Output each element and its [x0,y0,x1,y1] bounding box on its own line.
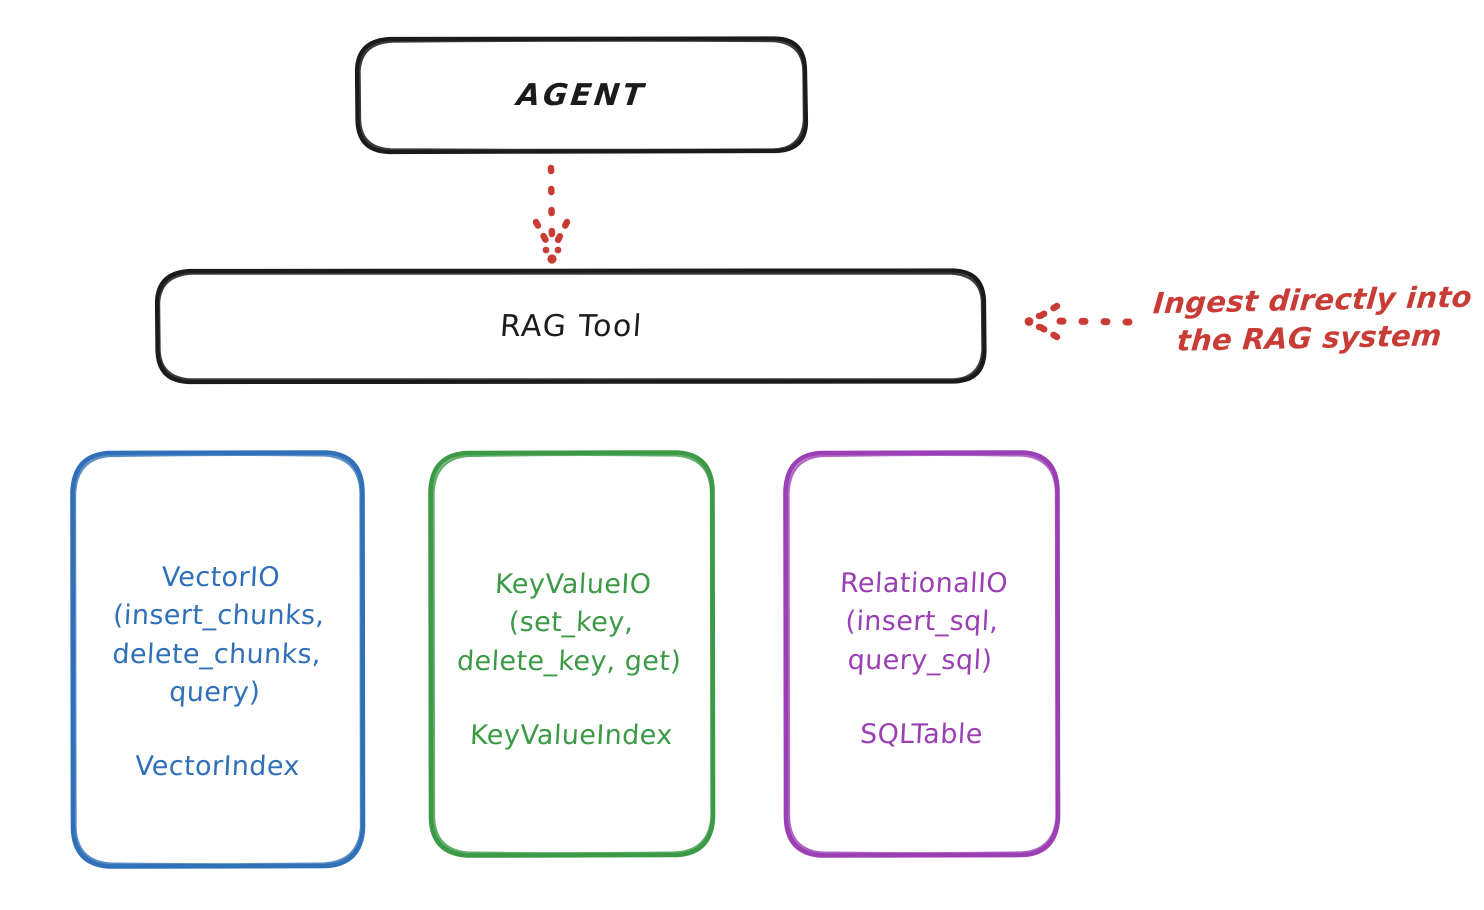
relational-io-api-label: RelationalIO (insert_sql, query_sql) [838,567,1009,676]
relational-io-node[interactable]: RelationalIO (insert_sql, query_sql) SQL… [785,452,1058,855]
ingest-annotation-text: Ingest directly into the RAG system [1151,279,1474,359]
key-value-io-index-label: KeyValueIndex [469,719,674,751]
agent-node[interactable]: AGENT [357,38,806,152]
key-value-io-box-outline [428,450,716,858]
agent-box-outline [354,36,809,155]
key-value-io-node[interactable]: KeyValueIO (set_key, delete_key, get) Ke… [430,452,713,855]
ingest-arrow-icon [1024,302,1133,341]
vector-io-box-outline [70,450,366,869]
relational-io-box-outline [783,450,1061,858]
vector-io-api-label: VectorIO (insert_chunks, delete_chunks, … [111,561,326,708]
vector-io-node[interactable]: VectorIO (insert_chunks, delete_chunks, … [72,452,363,867]
rag-tool-node[interactable]: RAG Tool [157,270,985,382]
vector-io-index-label: VectorIndex [134,750,301,782]
agent-to-rag-tool-connector [532,164,571,264]
agent-node-label: AGENT [514,77,649,113]
rag-tool-box-outline [154,268,987,385]
key-value-io-api-label: KeyValueIO (set_key, delete_key, get) [456,568,683,677]
rag-tool-node-label: RAG Tool [498,308,644,344]
relational-io-table-label: SQLTable [859,718,984,750]
